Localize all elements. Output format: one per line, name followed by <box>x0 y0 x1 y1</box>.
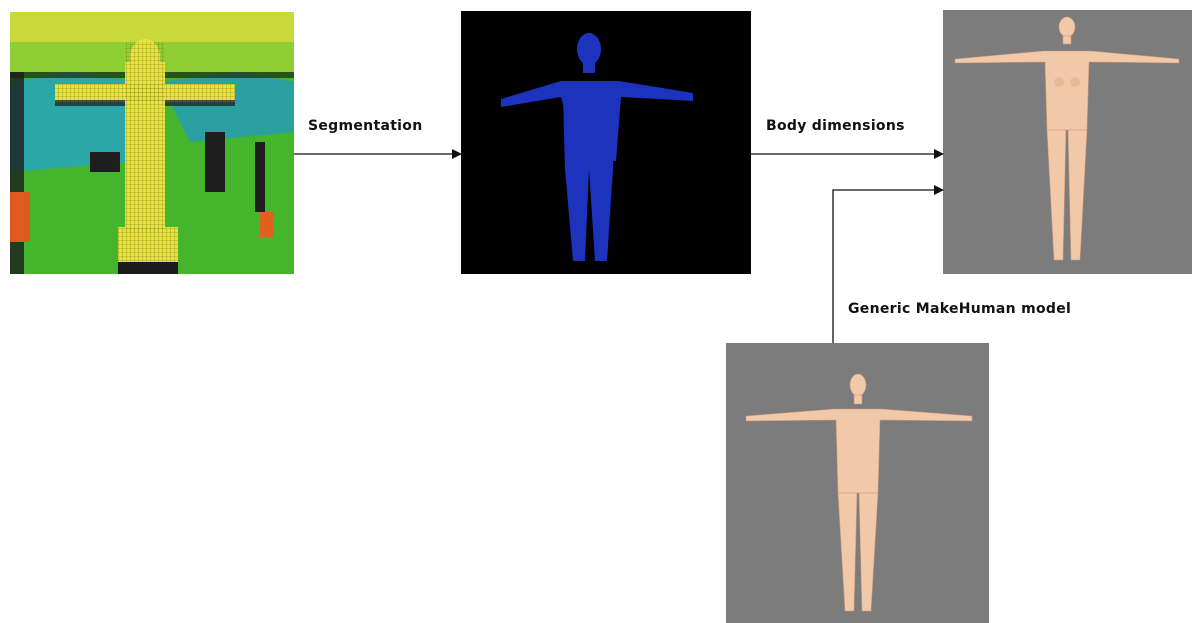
generic-model-arrow <box>833 190 943 343</box>
generic-body-model-image <box>726 343 989 623</box>
segmentation-label: Segmentation <box>308 118 422 134</box>
depth-scan-image <box>10 12 294 274</box>
body-dimensions-label: Body dimensions <box>766 118 905 134</box>
fitted-body-model-image <box>943 10 1192 274</box>
generic-model-label: Generic MakeHuman model <box>848 301 1071 317</box>
segmented-point-cloud-image <box>461 11 751 274</box>
